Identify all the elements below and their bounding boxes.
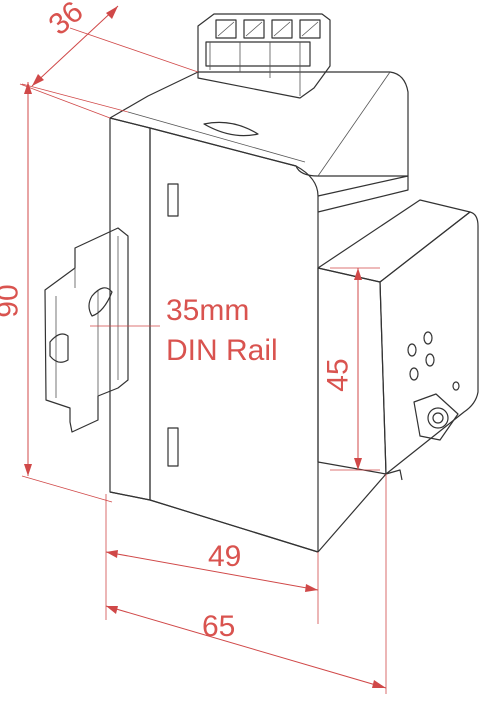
- dimension-total-width-label: 65: [202, 610, 236, 643]
- dimension-front-height-label: 45: [321, 358, 355, 392]
- rail-label-line2: DIN Rail: [166, 334, 278, 367]
- sma-connector: [413, 393, 459, 441]
- dimension-arrows: [24, 6, 386, 688]
- terminal-block: [197, 13, 331, 99]
- dimension-height-label: 90: [0, 284, 25, 318]
- dimension-lines: [19, 5, 387, 694]
- module-housing: [109, 71, 479, 553]
- din-rail: [44, 227, 129, 433]
- dimension-front-width-label: 49: [208, 540, 242, 573]
- rail-label-line1: 35mm: [166, 294, 250, 327]
